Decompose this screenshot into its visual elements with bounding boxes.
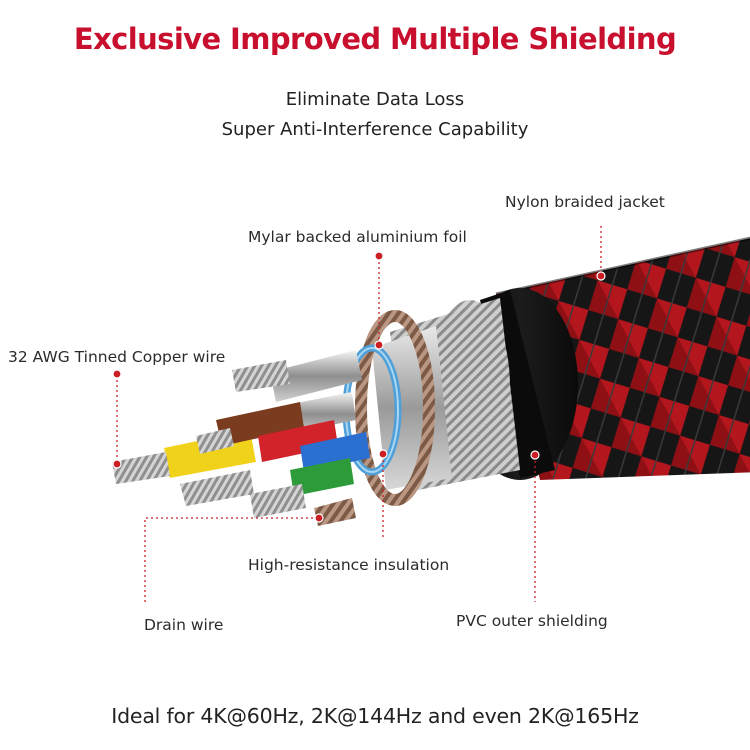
subheadline-data-loss: Eliminate Data Loss xyxy=(285,89,465,110)
tinned-copper-strand xyxy=(112,452,170,484)
label-high-resistance-insulation: High-resistance insulation xyxy=(248,556,450,574)
label-drain-wire: Drain wire xyxy=(144,616,224,634)
drain-wire-strand xyxy=(314,498,356,526)
label-nylon-braided-jacket: Nylon braided jacket xyxy=(505,193,665,211)
label-tinned-copper-wire: 32 AWG Tinned Copper wire xyxy=(8,348,226,366)
label-pvc-outer-shielding: PVC outer shielding xyxy=(456,612,608,630)
subheadline-anti-interference: Super Anti-Interference Capability xyxy=(221,119,529,140)
label-mylar-aluminium-foil: Mylar backed aluminium foil xyxy=(248,228,467,246)
resolution-support-caption: Ideal for 4K@60Hz, 2K@144Hz and even 2K@… xyxy=(111,704,639,728)
headline: Exclusive Improved Multiple Shielding xyxy=(73,22,677,56)
